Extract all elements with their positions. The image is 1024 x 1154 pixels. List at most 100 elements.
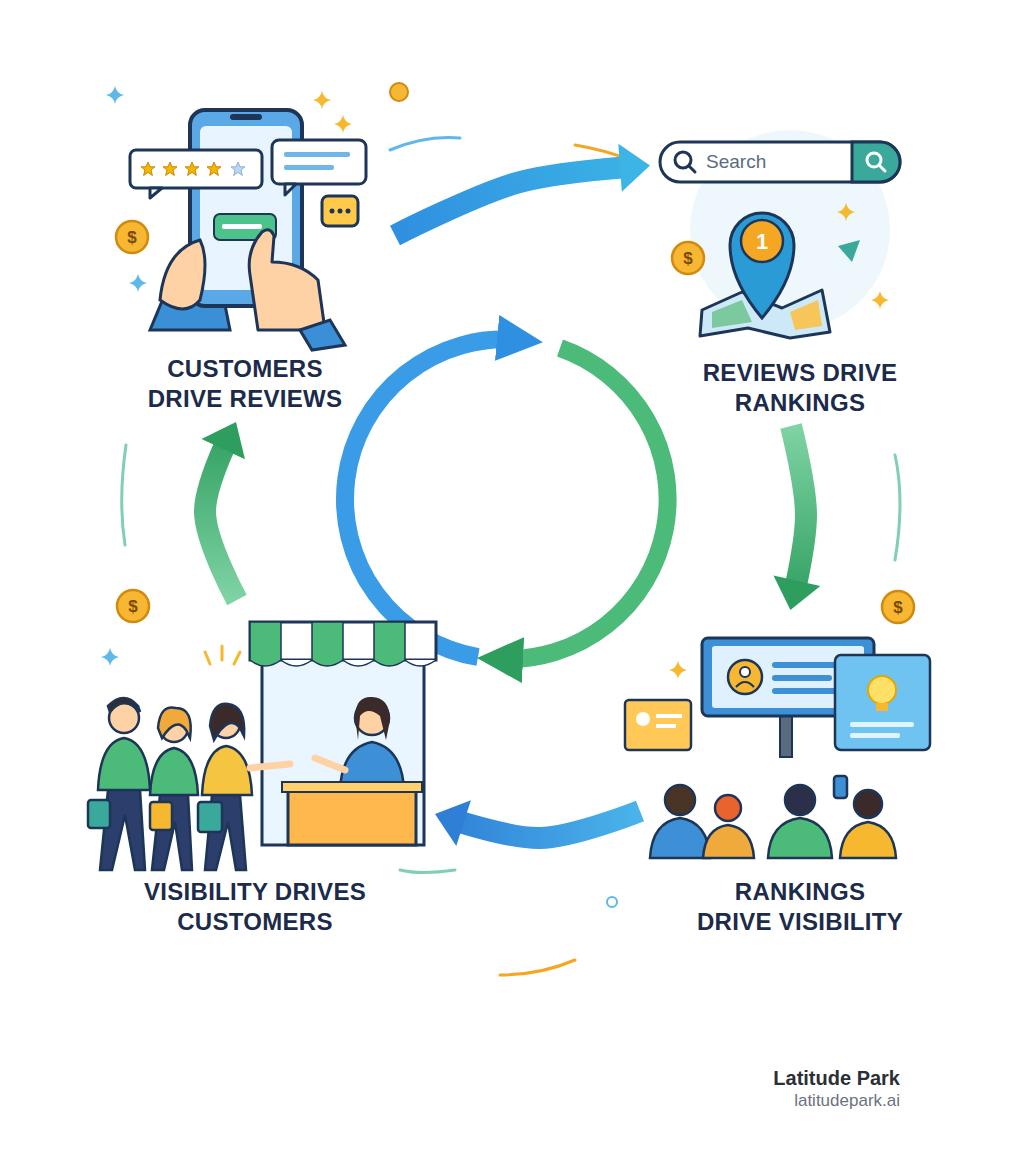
stage-label: CUSTOMERS DRIVE REVIEWS	[95, 70, 395, 422]
billboard-illustration-part-part	[715, 795, 741, 821]
billboard-illustration-part	[876, 703, 888, 711]
billboard-illustration	[625, 591, 930, 858]
phone-illustration-part	[160, 240, 205, 309]
store-illustration-part-part	[150, 748, 198, 795]
search-illustration-part	[689, 166, 695, 172]
store-illustration-part-part	[108, 698, 140, 712]
store-illustration-part-part	[250, 764, 290, 768]
inner-cycle-part	[345, 339, 520, 657]
store-illustration-part-part	[202, 746, 252, 795]
billboard-illustration-part	[835, 655, 930, 750]
cycle-arrow-group	[435, 800, 640, 846]
phone-illustration-part	[284, 165, 334, 170]
coin-symbol: $	[683, 250, 692, 269]
coin-symbol: $	[127, 229, 136, 248]
billboard-illustration-part	[882, 591, 914, 623]
search-illustration-part	[790, 300, 822, 330]
brand-name: Latitude Park	[773, 1067, 900, 1089]
billboard-illustration-part	[850, 733, 900, 738]
search-illustration-part-part	[871, 291, 889, 309]
phone-illustration-part	[230, 114, 262, 120]
stage-title: VISIBILITY DRIVES CUSTOMERS	[105, 877, 405, 937]
phone-illustration	[106, 83, 408, 350]
phone-illustration-part	[222, 224, 262, 229]
store-illustration-part-part	[158, 707, 191, 738]
billboard-illustration-part-part	[785, 785, 815, 815]
phone-illustration-part-part	[334, 115, 352, 133]
stage-title: REVIEWS DRIVE RANKINGS	[685, 358, 915, 418]
small-arrows-part	[122, 445, 126, 545]
search-illustration-part	[879, 165, 885, 171]
billboard-illustration-part-part	[840, 822, 896, 858]
store-illustration-part-part	[374, 622, 405, 666]
billboard-illustration-part-part	[854, 790, 882, 818]
store-illustration-part-part	[205, 652, 210, 664]
phone-illustration-part-part	[231, 162, 245, 176]
billboard-illustration-part-part	[665, 785, 695, 815]
small-arrows-part	[400, 870, 455, 873]
store-illustration-part-part	[150, 802, 172, 830]
store-illustration-part-part	[101, 648, 119, 666]
store-illustration-part	[315, 758, 345, 770]
search-illustration-part	[672, 242, 704, 274]
billboard-illustration-part-part	[834, 776, 847, 798]
search-illustration-part	[741, 220, 783, 262]
phone-illustration-part-part	[129, 274, 147, 292]
store-illustration-part-part	[250, 622, 281, 666]
rank-number: 1	[756, 230, 768, 254]
phone-illustration-part	[313, 91, 352, 133]
store-illustration-part-part	[221, 646, 224, 660]
small-arrows-part	[500, 960, 575, 975]
store-illustration-part	[262, 640, 424, 845]
arrow-head	[773, 576, 820, 610]
store-illustration-part	[205, 646, 240, 664]
phone-illustration-part-part	[185, 162, 199, 176]
store-illustration-part	[288, 788, 416, 845]
billboard-illustration-part-part	[703, 825, 754, 858]
cycle-arrow-group	[773, 426, 820, 610]
phone-illustration-part-part	[163, 162, 177, 176]
cycle-arrow-group	[395, 144, 650, 236]
cycle-arrow-group	[202, 422, 245, 600]
store-illustration-part	[282, 782, 422, 792]
phone-illustration-part	[116, 221, 148, 253]
billboard-illustration-part-part	[669, 661, 687, 679]
stage-label: VISIBILITY DRIVES CUSTOMERS	[75, 600, 435, 945]
store-illustration-part	[607, 897, 617, 907]
small-arrows-part	[390, 138, 460, 151]
phone-illustration-part	[284, 152, 350, 157]
arrow-head	[435, 800, 471, 846]
phone-illustration-part	[390, 83, 408, 101]
billboard-illustration-part	[850, 722, 914, 727]
phone-illustration-part-part	[106, 86, 124, 104]
billboard-illustration-part	[650, 776, 896, 858]
coin-symbol: $	[128, 598, 137, 617]
store-illustration-part-part	[312, 622, 343, 666]
phone-illustration-part	[338, 209, 343, 214]
store-illustration-part	[250, 622, 405, 666]
small-arrows-part	[895, 455, 900, 560]
phone-illustration-part	[346, 209, 351, 214]
billboard-illustration-part	[728, 660, 762, 694]
phone-illustration-part	[330, 209, 335, 214]
store-illustration-part-part	[234, 652, 240, 664]
phone-illustration-part	[249, 230, 325, 330]
billboard-illustration-part	[625, 700, 691, 750]
inner-cycle	[345, 339, 668, 659]
store-illustration-part-part	[98, 738, 150, 790]
billboard-illustration-part	[669, 661, 687, 679]
search-illustration-part	[838, 240, 860, 262]
phone-illustration-part	[272, 140, 366, 184]
phone-illustration-part	[130, 150, 262, 188]
phone-illustration-part-part	[141, 162, 155, 176]
brand-url: latitudepark.ai	[794, 1092, 900, 1111]
store-illustration-part	[117, 590, 149, 622]
phone-illustration-part	[106, 86, 147, 292]
phone-illustration-part	[141, 162, 245, 176]
store-illustration-part	[101, 648, 119, 666]
store-illustration-part	[88, 698, 290, 870]
billboard-illustration-part	[772, 688, 838, 694]
